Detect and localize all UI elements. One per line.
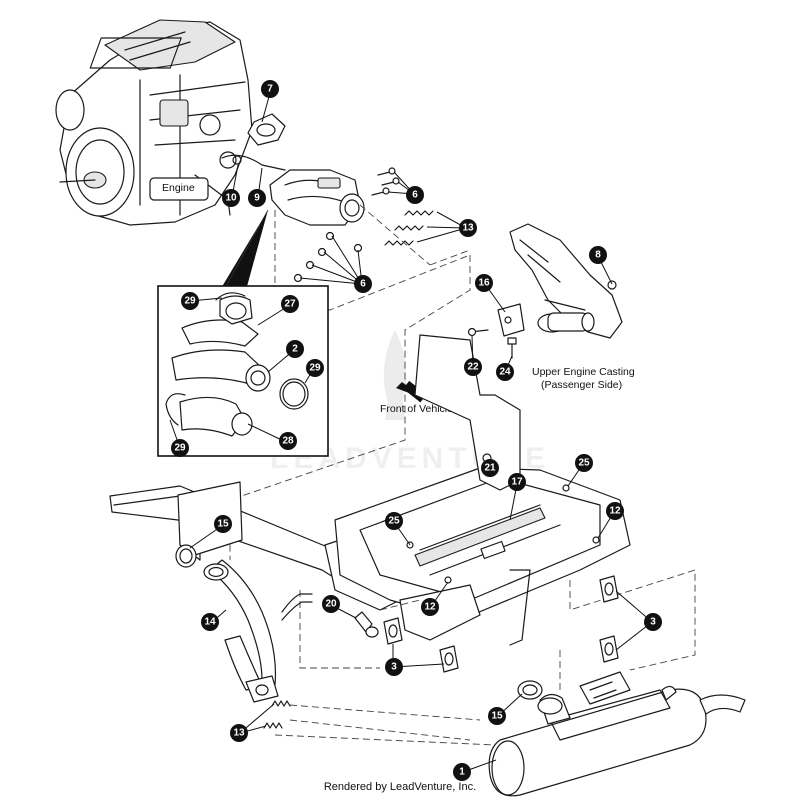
bolts-upper [371, 167, 400, 196]
upper-engine-casting: Upper Engine Casting (Passenger Side) [509, 223, 635, 391]
frame-assembly [109, 334, 631, 646]
callout-29-bottom: 29 [171, 439, 189, 457]
svg-text:3: 3 [391, 662, 397, 673]
svg-text:7: 7 [267, 84, 273, 95]
callout-14: 14 [201, 613, 219, 631]
svg-text:6: 6 [360, 279, 366, 290]
svg-text:8: 8 [595, 250, 601, 261]
exhaust-pipe-14 [203, 559, 313, 703]
svg-text:13: 13 [462, 223, 474, 234]
svg-text:29: 29 [184, 296, 196, 307]
callout-17: 17 [508, 473, 526, 491]
bolt-24 [507, 337, 517, 359]
springs-13-lower [263, 700, 291, 729]
engine-illustration: Engine [55, 19, 253, 226]
callout-28: 28 [279, 432, 297, 450]
svg-text:29: 29 [309, 363, 321, 374]
svg-text:3: 3 [650, 617, 656, 628]
svg-text:29: 29 [174, 443, 186, 454]
svg-text:22: 22 [467, 362, 479, 373]
bolt-20 [354, 611, 379, 638]
callout-3-left: 3 [385, 658, 403, 676]
callout-22: 22 [464, 358, 482, 376]
front-of-vehicle-label: Front of Vehicle [380, 403, 453, 415]
rendered-by-credit: Rendered by LeadVenture, Inc. [323, 781, 477, 793]
detail-inset [157, 285, 329, 457]
casting-label-line1: Upper Engine Casting [532, 366, 635, 378]
gasket-15-front [175, 544, 197, 568]
svg-text:21: 21 [484, 463, 496, 474]
svg-text:1: 1 [459, 767, 465, 778]
callout-1: 1 [453, 763, 471, 781]
svg-text:2: 2 [292, 344, 298, 355]
svg-text:25: 25 [578, 458, 590, 469]
callout-25-left: 25 [385, 512, 403, 530]
callout-25-right: 25 [575, 454, 593, 472]
dashed-guide-mounts [299, 569, 696, 690]
callout-6-upper: 6 [406, 186, 424, 204]
callout-29-right: 29 [306, 359, 324, 377]
springs-13-upper [384, 210, 434, 246]
bracket-16 [497, 303, 525, 337]
svg-text:25: 25 [388, 516, 400, 527]
svg-text:12: 12 [424, 602, 436, 613]
svg-text:20: 20 [325, 599, 337, 610]
svg-text:27: 27 [284, 299, 296, 310]
callout-15-rear: 15 [488, 707, 506, 725]
callout-24: 24 [496, 363, 514, 381]
svg-text:28: 28 [282, 436, 294, 447]
rubber-mounts-3 [383, 575, 619, 673]
exhaust-gasket-7 [247, 113, 286, 146]
callout-27: 27 [281, 295, 299, 313]
bolt-22 [467, 327, 489, 337]
callout-15-front: 15 [214, 515, 232, 533]
svg-text:17: 17 [511, 477, 523, 488]
callout-13-upper: 13 [459, 219, 477, 237]
casting-label-line2: (Passenger Side) [541, 379, 622, 391]
callout-2: 2 [286, 340, 304, 358]
inset-pointer [220, 210, 268, 290]
engine-label: Engine [162, 182, 195, 194]
svg-text:13: 13 [233, 728, 245, 739]
svg-text:12: 12 [609, 506, 621, 517]
svg-text:14: 14 [204, 617, 216, 628]
nuts-6-lower [293, 231, 363, 283]
svg-text:15: 15 [491, 711, 503, 722]
callout-13-lower: 13 [230, 724, 248, 742]
muffler-1 [488, 671, 746, 797]
callout-9: 9 [248, 189, 266, 207]
dashed-outline-manifold [274, 204, 471, 311]
callout-6-lower: 6 [354, 275, 372, 293]
o2-sensor-wire [221, 154, 286, 171]
manifold-assembly [269, 169, 365, 226]
callout-10: 10 [222, 189, 240, 207]
svg-text:10: 10 [225, 193, 237, 204]
callout-12-right: 12 [606, 502, 624, 520]
callout-21: 21 [481, 459, 499, 477]
svg-text:15: 15 [217, 519, 229, 530]
gasket-15-rear [517, 680, 543, 700]
callout-16: 16 [475, 274, 493, 292]
svg-text:9: 9 [254, 193, 260, 204]
svg-text:6: 6 [412, 190, 418, 201]
callout-7: 7 [261, 80, 279, 98]
svg-text:24: 24 [499, 367, 511, 378]
watermark-logo [383, 330, 407, 420]
callout-12-center: 12 [421, 598, 439, 616]
callout-29-top: 29 [181, 292, 199, 310]
callout-8: 8 [589, 246, 607, 264]
callout-3-right: 3 [644, 613, 662, 631]
callout-20: 20 [322, 595, 340, 613]
svg-text:16: 16 [478, 278, 490, 289]
